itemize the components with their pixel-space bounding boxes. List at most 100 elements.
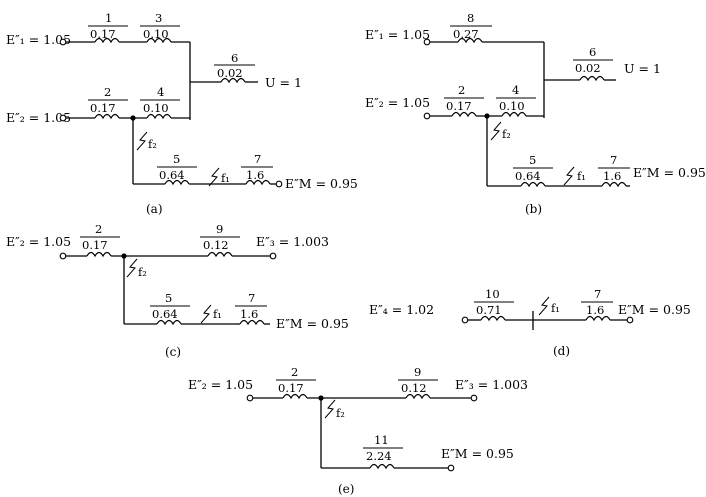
element-7-x: 1.6: [246, 168, 264, 182]
inductor-7: [585, 315, 611, 321]
inductor-2: [282, 393, 308, 399]
fault-f2-label: f₂: [502, 127, 511, 141]
caption-b: (b): [525, 202, 542, 216]
element-2-x: 0.17: [278, 381, 304, 395]
terminal: [423, 112, 431, 120]
source-em-label: E″M = 0.95: [633, 165, 706, 180]
source-u-label: U = 1: [624, 61, 661, 76]
inductor-5: [520, 181, 546, 187]
element-11-id: 11: [374, 433, 389, 447]
inductor-7: [601, 181, 627, 187]
inductor-7: [239, 319, 265, 325]
element-7-id: 7: [248, 291, 255, 305]
source-e1-label: E″₁ = 1.05: [365, 27, 430, 42]
element-5-x: 0.64: [515, 169, 541, 183]
panel-b: E″₁ = 1.05 8 0.27 6 0.02 U = 1 E″₂ = 1.0…: [365, 11, 706, 216]
source-e3-label: E″₃ = 1.003: [455, 377, 528, 392]
fault-f1-label: f₁: [221, 171, 230, 185]
element-7-x: 1.6: [603, 169, 621, 183]
element-4-id: 4: [157, 85, 164, 99]
element-4-x: 0.10: [499, 99, 525, 113]
element-2-id: 2: [95, 222, 102, 236]
terminal: [59, 38, 67, 46]
element-8-x: 0.27: [453, 27, 479, 41]
panel-c: E″₂ = 1.05 2 0.17 9 0.12 E″₃ = 1.003 f₂ …: [6, 222, 349, 359]
element-5-id: 5: [529, 153, 536, 167]
element-9-x: 0.12: [401, 381, 427, 395]
source-e4-label: E″₄ = 1.02: [369, 302, 434, 317]
source-e1-label: E″₁ = 1.05: [6, 32, 71, 47]
element-5-x: 0.64: [152, 307, 178, 321]
terminal: [269, 252, 277, 260]
fault-f2-icon: [324, 399, 336, 419]
inductor-11: [369, 463, 395, 469]
element-2-x: 0.17: [446, 99, 472, 113]
element-10-id: 10: [485, 287, 500, 301]
inductor-10: [480, 315, 506, 321]
element-7-x: 1.6: [586, 303, 604, 317]
fault-f2-icon: [126, 258, 138, 278]
terminal: [59, 114, 67, 122]
fault-f2-icon: [136, 131, 148, 151]
caption-c: (c): [165, 345, 181, 359]
terminal: [59, 252, 67, 260]
fault-f1-label: f₁: [577, 169, 586, 183]
element-4-id: 4: [512, 83, 519, 97]
source-e3-label: E″₃ = 1.003: [256, 234, 329, 249]
element-2-id: 2: [458, 83, 465, 97]
element-3-id: 3: [155, 11, 162, 25]
panel-e: E″₂ = 1.05 2 0.17 9 0.12 E″₃ = 1.003 f₂ …: [188, 365, 528, 496]
fault-f2-label: f₂: [148, 137, 157, 151]
terminal: [461, 316, 469, 324]
element-8-id: 8: [467, 11, 474, 25]
fault-f1-label: f₁: [213, 307, 222, 321]
element-9-id: 9: [414, 365, 421, 379]
fault-f1-label: f₁: [551, 301, 560, 315]
element-1-id: 1: [105, 11, 112, 25]
inductor-6: [579, 75, 605, 81]
element-2-id: 2: [291, 365, 298, 379]
terminal: [626, 316, 634, 324]
fault-f1-icon: [208, 167, 220, 187]
terminal: [470, 394, 478, 402]
element-9-id: 9: [216, 222, 223, 236]
element-11-x: 2.24: [366, 449, 392, 463]
source-u-label: U = 1: [265, 75, 302, 90]
terminal: [246, 394, 254, 402]
fault-f1-icon: [200, 304, 212, 324]
source-em-label: E″M = 0.95: [441, 446, 514, 461]
inductor-4: [501, 111, 527, 117]
element-4-x: 0.10: [143, 101, 169, 115]
source-em-label: E″M = 0.95: [285, 176, 358, 191]
fault-f2-label: f₂: [336, 406, 345, 420]
element-6-x: 0.02: [575, 61, 601, 75]
caption-e: (e): [338, 482, 354, 496]
caption-a: (a): [146, 202, 163, 216]
fault-f2-icon: [490, 121, 502, 141]
element-7-id: 7: [254, 152, 261, 166]
inductor-9: [207, 251, 233, 257]
inductor-2: [451, 111, 477, 117]
fault-f1-icon: [563, 166, 575, 186]
element-5-id: 5: [165, 291, 172, 305]
element-9-x: 0.12: [203, 238, 229, 252]
source-e2-label: E″₂ = 1.05: [6, 110, 71, 125]
element-7-x: 1.6: [240, 307, 258, 321]
element-2-x: 0.17: [82, 238, 108, 252]
element-6-id: 6: [589, 45, 596, 59]
inductor-2: [86, 251, 112, 257]
source-em-label: E″M = 0.95: [276, 316, 349, 331]
element-2-id: 2: [104, 85, 111, 99]
element-5-id: 5: [173, 152, 180, 166]
panel-d: E″₄ = 1.02 10 0.71 7 1.6 f₁ E″M = 0.95 (…: [369, 287, 691, 358]
inductor-2: [94, 113, 120, 119]
panel-a: E″₁ = 1.05 1 0.17 3 0.10 6 0.02 U = 1 E″…: [6, 11, 358, 216]
fault-f2-label: f₂: [138, 265, 147, 279]
inductor-5: [156, 319, 182, 325]
caption-d: (d): [553, 344, 570, 358]
inductor-9: [405, 393, 431, 399]
element-6-id: 6: [231, 51, 238, 65]
terminal: [447, 464, 455, 472]
element-10-x: 0.71: [476, 303, 502, 317]
